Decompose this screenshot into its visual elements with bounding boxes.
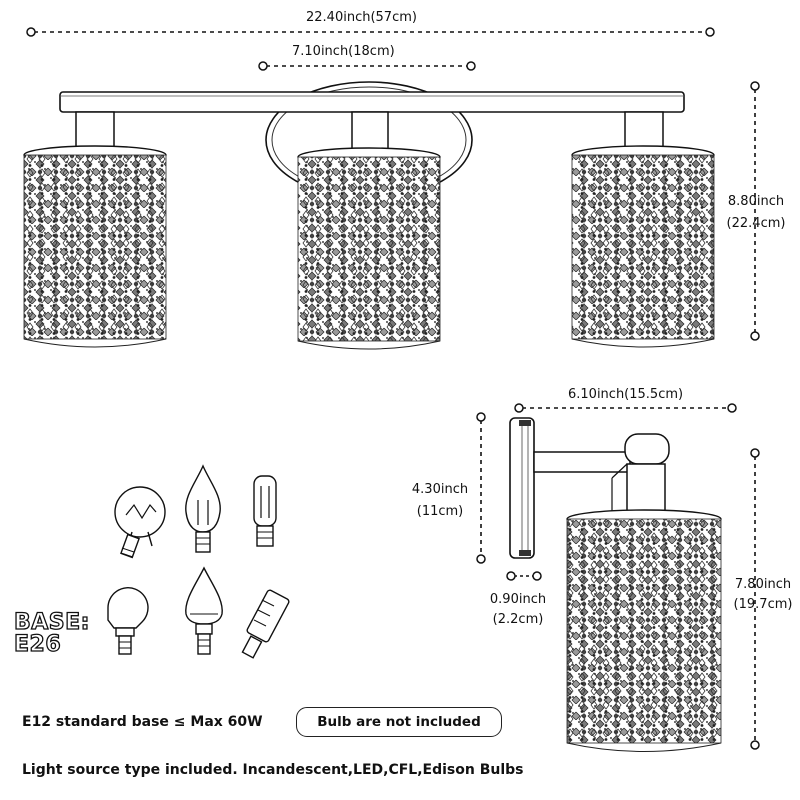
base-type-line1: BASE: [13,610,90,635]
bulb-not-included-badge: Bulb are not included [296,707,502,737]
globe-bulb-icon [114,486,166,559]
overall-height-inch: 8.80inch [727,194,785,209]
backplate-depth-label: 0.90inch (2.2cm) [476,591,560,628]
backplate-height-dimension-line [476,412,486,564]
center-spacing-label: 7.10inch(18cm) [292,44,395,59]
corn-led-bulb-icon [241,589,290,659]
overall-height-label: 8.80inch (22.4cm) [722,193,790,232]
bulb-options [107,464,290,659]
crystal-shade-left [23,145,167,348]
center-spacing-dimension-line [258,61,476,71]
shade-height-inch: 7.80inch [734,577,792,592]
backplate-depth-dimension-line [506,571,542,581]
side-view-fixture [509,417,722,752]
shade-height-dimension-line [750,448,760,750]
backplate-height-inch: 4.30inch [411,482,469,497]
base-type-label: BASE: E26 [13,610,90,657]
crystal-shade-right [571,145,715,348]
overall-width-dimension-line [26,27,715,37]
backplate-height-label: 4.30inch (11cm) [402,481,478,520]
led-candle-bulb-icon [185,566,223,655]
bulb-not-included-text: Bulb are not included [317,714,481,730]
backplate-depth-cm: (2.2cm) [492,612,544,627]
extension-dimension-line [514,403,737,413]
led-bulb-icon [107,587,149,655]
shade-height-cm: (19.7cm) [733,597,793,612]
flame-tip-bulb-icon [185,464,221,553]
backplate-height-cm: (11cm) [416,504,464,519]
spec-text: E12 standard base ≤ Max 60W [22,714,263,730]
crystal-shade-center [297,147,441,350]
shade-height-label: 7.80inch (19.7cm) [726,576,800,613]
overall-height-dimension-line [750,81,760,341]
overall-height-cm: (22.4cm) [726,216,786,231]
tubular-bulb-icon [253,475,277,547]
extension-label: 6.10inch(15.5cm) [568,387,684,402]
base-type-line2: E26 [13,632,62,657]
three-light-fixture [23,81,715,350]
backplate-depth-inch: 0.90inch [489,592,547,607]
overall-width-label: 22.40inch(57cm) [306,10,417,25]
light-source-text: Light source type included. Incandescent… [22,762,524,778]
mounting-bar [59,91,685,113]
